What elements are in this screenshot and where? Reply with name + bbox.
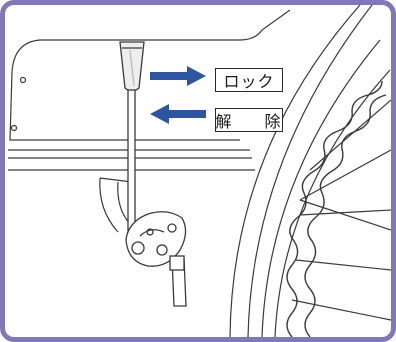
lever-shaft	[127, 89, 136, 243]
tire-tread	[286, 80, 383, 337]
arrow-right-icon	[150, 66, 206, 86]
release-label: 解 除	[215, 108, 283, 132]
brake-diagram-illustration	[8, 5, 391, 337]
brake-lever-illustration	[119, 41, 187, 307]
lock-label: ロック	[215, 68, 283, 92]
arrow-left-icon	[150, 104, 206, 124]
wheel-illustration	[229, 5, 391, 337]
